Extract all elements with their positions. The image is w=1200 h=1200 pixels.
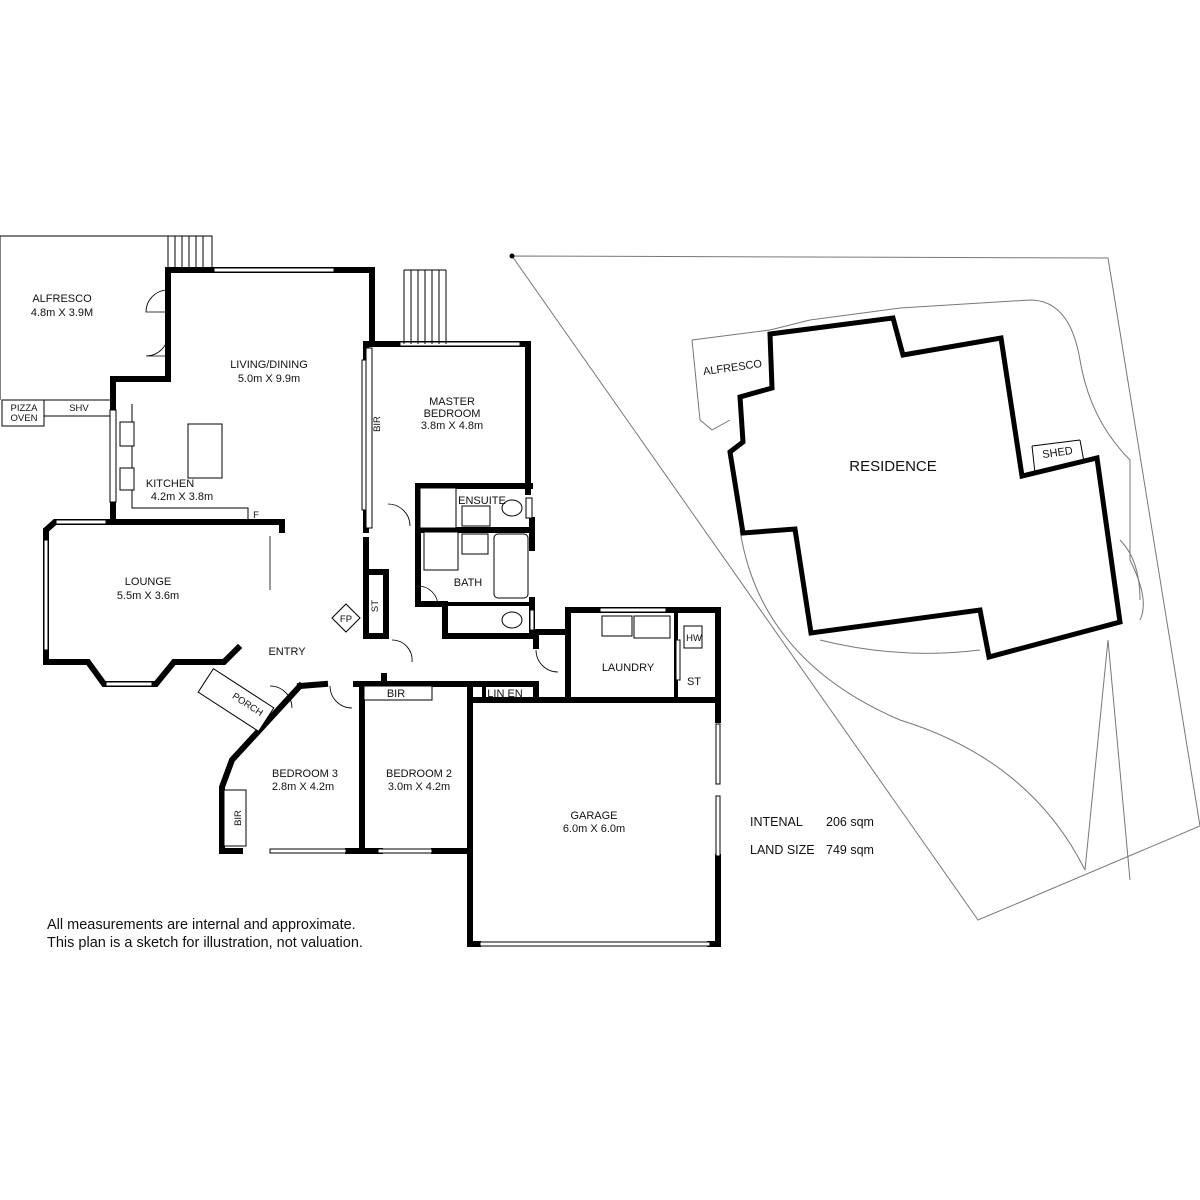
garage-label: GARAGE bbox=[570, 810, 617, 822]
laundry-st-label: ST bbox=[687, 676, 701, 688]
house-walls bbox=[43, 267, 721, 947]
alfresco-label: ALFRESCO bbox=[32, 293, 92, 305]
windows bbox=[43, 267, 721, 947]
lounge-label: LOUNGE bbox=[125, 576, 171, 588]
bath-shower bbox=[423, 531, 459, 571]
bedroom3-bir-label: BIR bbox=[233, 810, 244, 826]
hot-water-label: HW bbox=[686, 633, 702, 644]
hot-water-unit bbox=[683, 625, 703, 649]
area-stats: INTENAL 206 sqm LAND SIZE 749 sqm bbox=[750, 815, 874, 857]
kitchen-label: KITCHEN bbox=[146, 478, 194, 490]
internal-area-label: INTENAL bbox=[750, 815, 803, 829]
cooktop bbox=[119, 467, 135, 491]
bir-bedroom2 bbox=[363, 685, 433, 701]
pizza-oven bbox=[1, 399, 45, 427]
kitchen-dims: 4.2m X 3.8m bbox=[151, 491, 213, 503]
fixtures bbox=[119, 359, 703, 847]
kitchen-island bbox=[187, 423, 223, 479]
laundry-label: LAUNDRY bbox=[602, 662, 655, 674]
bathtub bbox=[493, 533, 529, 599]
garage-dims: 6.0m X 6.0m bbox=[563, 823, 625, 835]
living-dims: 5.0m X 9.9m bbox=[238, 373, 300, 385]
land-size-value: 749 sqm bbox=[826, 843, 874, 857]
laundry-bench bbox=[633, 615, 671, 639]
bir-bedroom3 bbox=[223, 789, 247, 847]
bath-vanity bbox=[461, 533, 489, 555]
shed-label: SHED bbox=[1042, 445, 1074, 461]
residence-outline bbox=[727, 315, 1123, 661]
north-steps bbox=[403, 269, 447, 344]
porch-block bbox=[197, 667, 275, 733]
kitchen-sink bbox=[119, 421, 135, 447]
site-boundary bbox=[511, 255, 1200, 921]
bath-label: BATH bbox=[454, 577, 483, 589]
pizza-oven-label-1: PIZZA bbox=[11, 403, 39, 414]
room-labels: ALFRESCO 4.8m X 3.9M PIZZA OVEN SHV LIVI… bbox=[11, 293, 702, 835]
alfresco-area bbox=[0, 235, 213, 427]
bedroom3-label: BEDROOM 3 bbox=[272, 768, 338, 780]
wc-toilet bbox=[501, 611, 523, 629]
disclaimer-line-2: This plan is a sketch for illustration, … bbox=[47, 935, 363, 951]
bedroom2-label: BEDROOM 2 bbox=[386, 768, 452, 780]
residence-label: RESIDENCE bbox=[849, 458, 937, 475]
lounge-dims: 5.5m X 3.6m bbox=[117, 590, 179, 602]
internal-area-value: 206 sqm bbox=[826, 815, 874, 829]
ensuite-vanity bbox=[461, 505, 491, 527]
disclaimer: All measurements are internal and approx… bbox=[47, 917, 363, 951]
disclaimer-line-1: All measurements are internal and approx… bbox=[47, 917, 356, 933]
fireplace bbox=[331, 603, 361, 633]
bedroom2-bir-label: BIR bbox=[387, 688, 405, 700]
bedroom3-dims: 2.8m X 4.2m bbox=[272, 781, 334, 793]
living-label: LIVING/DINING bbox=[230, 359, 308, 371]
hall-st-label: ST bbox=[370, 600, 381, 612]
pizza-oven-label-2: OVEN bbox=[11, 413, 38, 424]
entry-label: ENTRY bbox=[268, 646, 306, 658]
master-label: MASTER bbox=[429, 396, 475, 408]
site-corner-marker bbox=[509, 253, 515, 259]
shed-line bbox=[1031, 439, 1081, 447]
fireplace-label: FP bbox=[340, 614, 352, 625]
shv-label: SHV bbox=[69, 403, 89, 414]
master-dims: 3.8m X 4.8m bbox=[421, 420, 483, 432]
alfresco-dims: 4.8m X 3.9M bbox=[31, 307, 93, 319]
laundry-tub bbox=[601, 615, 633, 637]
master-label-2: BEDROOM bbox=[424, 408, 481, 420]
bedroom2-dims: 3.0m X 4.2m bbox=[388, 781, 450, 793]
master-bir-label: BIR bbox=[372, 416, 383, 432]
doors bbox=[145, 289, 559, 709]
lin-en-label: LIN EN bbox=[487, 688, 523, 700]
land-size-label: LAND SIZE bbox=[750, 843, 815, 857]
ensuite-toilet bbox=[501, 499, 523, 517]
master-bir-door bbox=[361, 359, 367, 511]
ensuite-label: ENSUITE bbox=[458, 495, 506, 507]
site-alfresco-label: ALFRESCO bbox=[702, 358, 763, 378]
ensuite-shower bbox=[419, 487, 457, 529]
fridge-label: F bbox=[253, 510, 259, 521]
